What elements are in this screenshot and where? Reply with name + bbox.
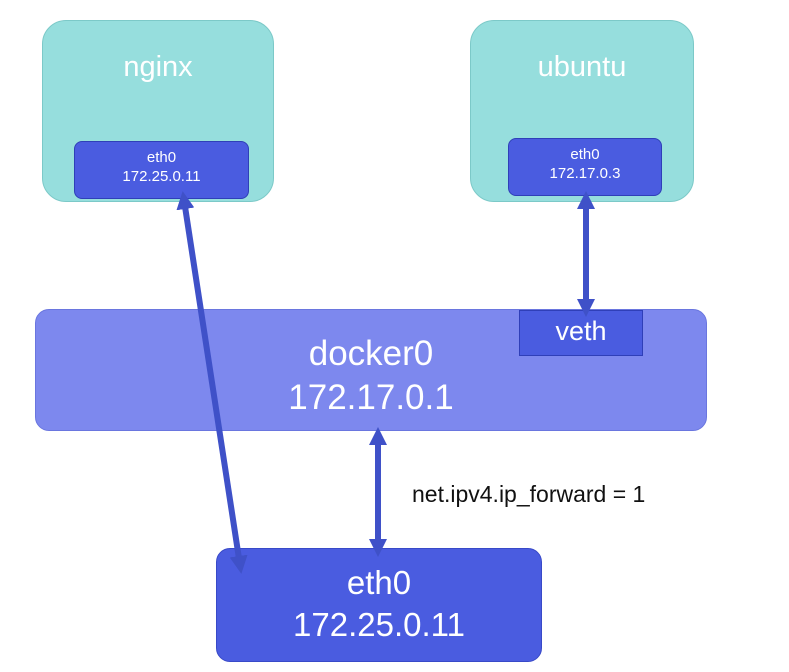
nginx-container-title: nginx xyxy=(123,51,193,83)
bridge-ip: 172.17.0.1 xyxy=(288,378,454,417)
nginx-iface-name: eth0 xyxy=(146,149,177,166)
veth-interface: veth xyxy=(519,310,643,356)
bridge-name: docker0 xyxy=(308,334,434,373)
ubuntu-iface-name: eth0 xyxy=(570,146,600,163)
nginx-iface-ip: 172.25.0.11 xyxy=(122,168,201,185)
ubuntu-container: ubuntu eth0 172.17.0.3 xyxy=(470,20,694,202)
ubuntu-container-title: ubuntu xyxy=(537,51,627,83)
veth-label: veth xyxy=(555,316,607,346)
nginx-eth0-interface: eth0 172.25.0.11 xyxy=(74,141,249,199)
host-eth0-interface: eth0 172.25.0.11 xyxy=(216,548,542,662)
host-iface-name: eth0 xyxy=(346,564,412,601)
ubuntu-iface-ip: 172.17.0.3 xyxy=(549,165,621,182)
link-nginx-to-host xyxy=(176,191,248,574)
nginx-container: nginx eth0 172.25.0.11 xyxy=(42,20,274,202)
host-iface-ip: 172.25.0.11 xyxy=(293,606,465,643)
ip-forward-label: net.ipv4.ip_forward = 1 xyxy=(412,481,646,507)
